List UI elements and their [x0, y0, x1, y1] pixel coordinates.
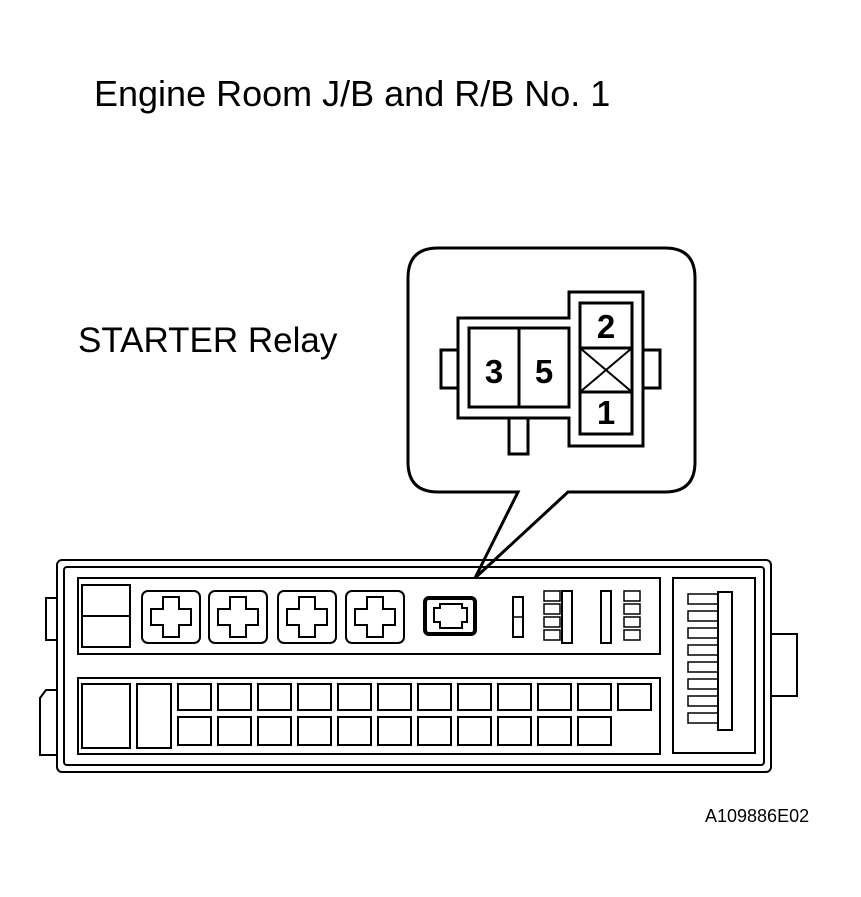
fuse-group-a-fuse-1 [543, 590, 561, 602]
upper-relay-section [77, 577, 661, 655]
terminal-3-label: 3 [485, 353, 503, 390]
connector-key [507, 416, 530, 456]
starter-relay-connector: 3 5 2 1 [439, 290, 662, 456]
terminal-5-cell [517, 326, 571, 409]
lower-large-slot-2 [136, 683, 172, 749]
fuse-bottom-8 [457, 716, 492, 746]
right-connector-section [672, 577, 756, 754]
fuse-top-7 [417, 683, 452, 711]
fuse-group-a-fuse-3 [543, 616, 561, 628]
block-tab-left-lower [39, 689, 57, 756]
right-pin-7 [687, 695, 719, 707]
fuse-group-b-fuse-1 [623, 590, 641, 602]
diagram-title: Engine Room J/B and R/B No. 1 [94, 73, 610, 114]
right-pin-3 [687, 627, 719, 639]
right-connector-pins [687, 593, 719, 724]
blank-cross-line-2 [579, 347, 633, 393]
fuse-top-10 [537, 683, 572, 711]
fuse-top-5 [337, 683, 372, 711]
terminal-1-label: 1 [597, 394, 615, 431]
terminal-1-cell [578, 390, 634, 436]
right-pin-5 [687, 661, 719, 673]
fuse-top-12 [617, 683, 652, 711]
cross-relay-slot-3 [277, 590, 337, 644]
terminal-2-label: 2 [597, 308, 615, 345]
fuse-grid [177, 683, 652, 746]
fuse-top-2 [217, 683, 252, 711]
fuse-bottom-11 [577, 716, 612, 746]
junction-block [39, 559, 798, 773]
right-pin-6 [687, 678, 719, 690]
relay-label: STARTER Relay [78, 321, 338, 360]
fuse-top-11 [577, 683, 612, 711]
fuse-top-3 [257, 683, 292, 711]
fuse-group-b-fuse-3 [623, 616, 641, 628]
fuse-array-a [543, 590, 573, 644]
fuse-bottom-10 [537, 716, 572, 746]
right-pin-2 [687, 610, 719, 622]
fuse-top-4 [297, 683, 332, 711]
fuse-group-b-fuse-2 [623, 603, 641, 615]
fuse-group-b-fuse-4 [623, 629, 641, 641]
starter-relay-slot [423, 596, 477, 636]
figure-id: A109886E02 [705, 806, 809, 826]
connector-tab-right [641, 348, 662, 390]
fuse-bottom-3 [257, 716, 292, 746]
connector-tab-left [439, 348, 460, 390]
right-pin-4 [687, 644, 719, 656]
fuse-bottom-6 [377, 716, 412, 746]
cross-relay-slots [141, 590, 405, 644]
fuse-top-6 [377, 683, 412, 711]
fuse-bottom-1 [177, 716, 212, 746]
block-inner-frame [63, 566, 765, 766]
fuse-group-a-fuse-2 [543, 603, 561, 615]
right-pin-1 [687, 593, 719, 605]
block-tab-left-upper [45, 597, 57, 641]
terminal-5-label: 5 [535, 353, 553, 390]
block-tab-right [771, 633, 798, 697]
lower-fuse-section [77, 677, 661, 755]
fuse-array-b [600, 590, 641, 644]
cross-relay-slot-1 [141, 590, 201, 644]
fuse-top-8 [457, 683, 492, 711]
fuse-bottom-4 [297, 716, 332, 746]
right-pin-8 [687, 712, 719, 724]
cross-relay-slot-2 [208, 590, 268, 644]
lower-large-slot-1 [81, 683, 131, 749]
fuse-group-a-fuse-4 [543, 629, 561, 641]
fuse-top-9 [497, 683, 532, 711]
right-connector-spine [717, 591, 733, 731]
fuse-top-1 [177, 683, 212, 711]
fuse-bottom-9 [497, 716, 532, 746]
fuse-bottom-5 [337, 716, 372, 746]
cross-relay-slot-4 [345, 590, 405, 644]
fuse-bottom-7 [417, 716, 452, 746]
fuse-bottom-2 [217, 716, 252, 746]
callout-bubble [406, 246, 697, 580]
block-outer-frame [56, 559, 772, 773]
